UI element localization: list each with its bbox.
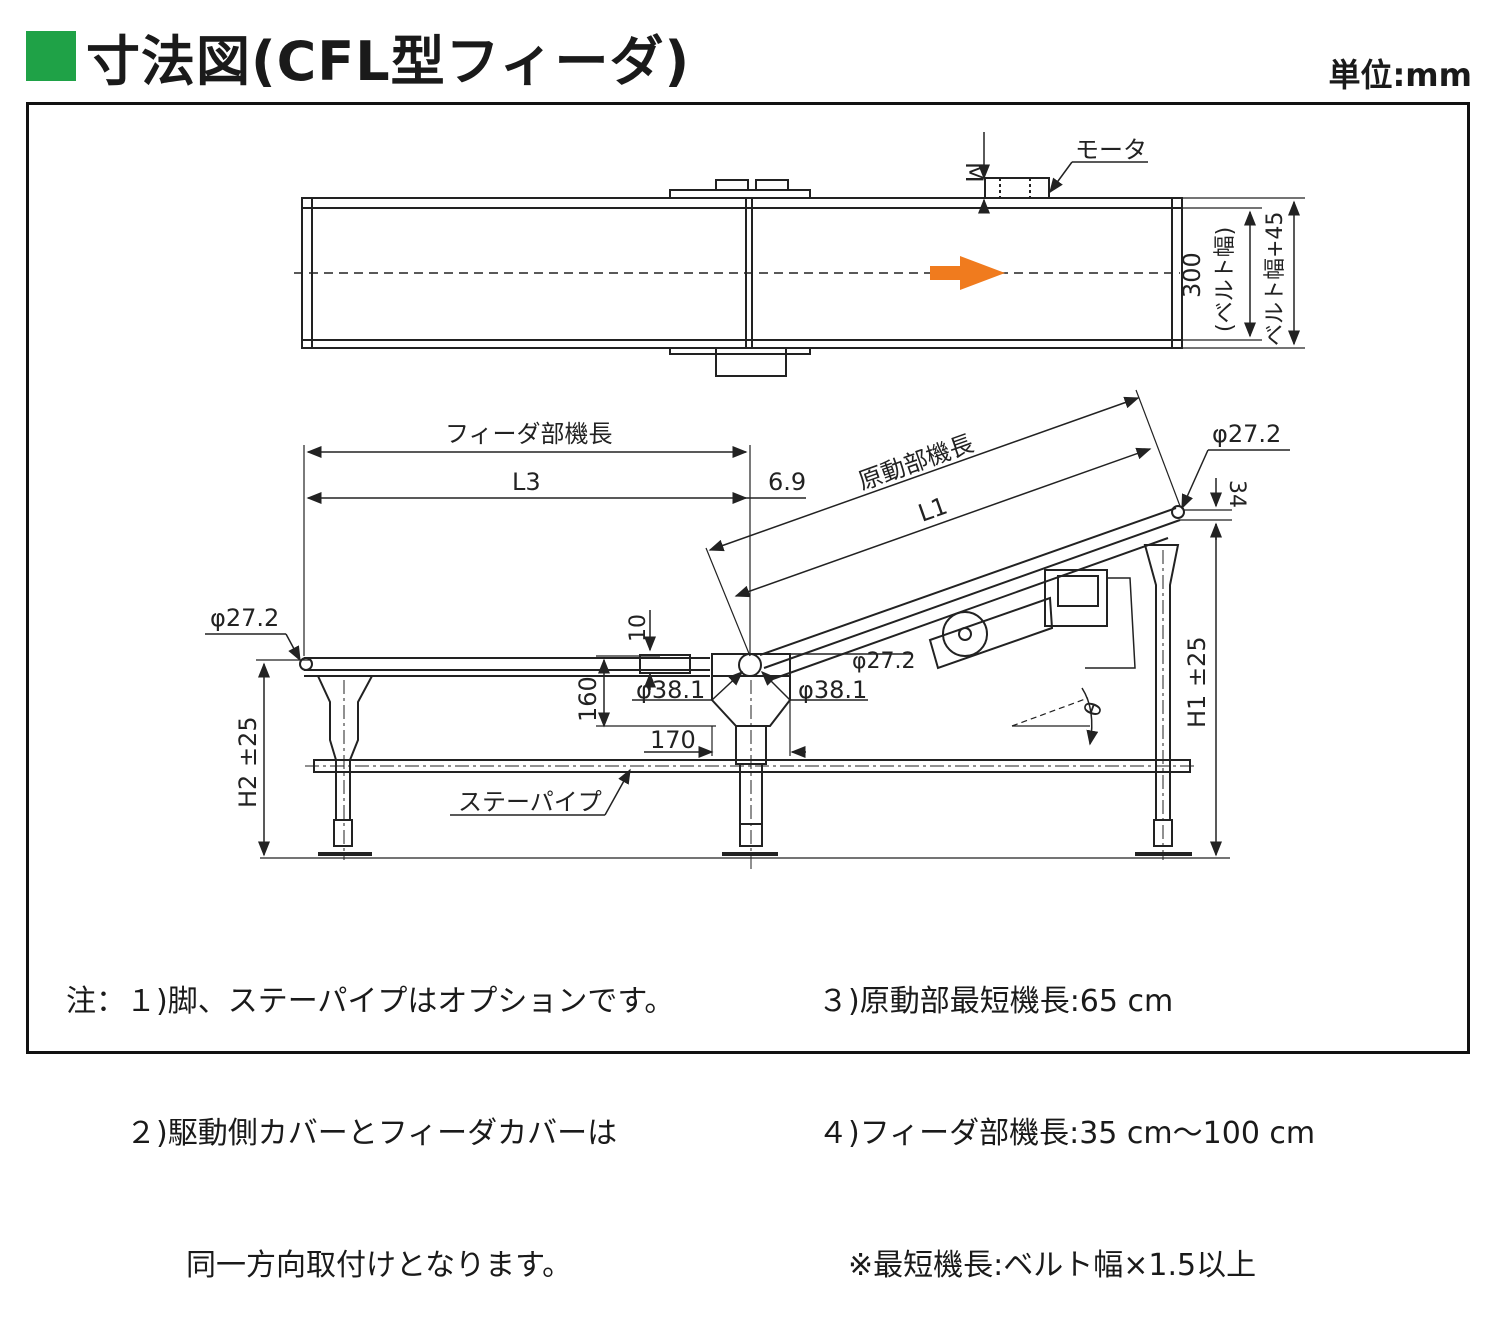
note-3: ３)原動部最短機長:65 cm (818, 984, 1174, 1019)
note-1: 注：１)脚、ステーパイプはオプションです。 (66, 984, 675, 1019)
phi272-right-label: φ27.2 (1212, 420, 1281, 448)
phi272-left-label: φ27.2 (210, 604, 279, 632)
phi381-right-label: φ38.1 (798, 676, 867, 704)
motor-label: モータ (1075, 136, 1147, 164)
belt-width-note: (ベルト幅) (1213, 227, 1238, 332)
notes-left: 注：１)脚、ステーパイプはオプションです。 ２)駆動側カバーとフィーダカバーは … (66, 892, 674, 1332)
belt-width-value: 300 (1178, 252, 1206, 298)
theta-label: θ (1080, 699, 1108, 720)
title-bar: 寸法図(CFL型フィーダ) (26, 16, 690, 96)
h1-label: H1 ±25 (1183, 636, 1211, 728)
note-2: ２)駆動側カバーとフィーダカバーは (66, 1116, 618, 1151)
note-4: ４)フィーダ部機長:35 cm〜100 cm (818, 1116, 1316, 1151)
flow-direction-arrow-icon (930, 256, 1005, 290)
stay-pipe-label: ステーパイプ (458, 788, 602, 816)
drawing-frame (26, 102, 1470, 1054)
d160-label: 160 (574, 676, 602, 722)
l3-label: L3 (512, 468, 541, 496)
note-2-cont: 同一方向取付けとなります。 (66, 1248, 573, 1283)
title-square-icon (26, 31, 76, 81)
dimension-drawing: M モータ 300 (ベルト幅) ベルト幅+45 (205, 132, 1305, 870)
side-view (205, 389, 1290, 870)
note-4-sub: ※最短機長:ベルト幅×1.5以上 (818, 1248, 1257, 1283)
feeder-length-label: フィーダ部機長 (445, 420, 613, 448)
notes-right: ３)原動部最短機長:65 cm ４)フィーダ部機長:35 cm〜100 cm ※… (818, 892, 1315, 1332)
top-view (294, 132, 1305, 377)
unit-label: 単位:mm (1328, 56, 1473, 94)
d10-label: 10 (626, 614, 651, 642)
h2-label: H2 ±25 (234, 716, 262, 808)
m-label: M (960, 162, 988, 183)
motor-shape (984, 177, 1050, 199)
d170-label: 170 (650, 726, 696, 754)
d69-label: 6.9 (768, 468, 806, 496)
d34-label: 34 (1224, 480, 1249, 508)
phi272-mid-label: φ27.2 (852, 649, 916, 674)
belt-width-plus-label: ベルト幅+45 (1263, 212, 1288, 346)
page-title: 寸法図(CFL型フィーダ) (86, 29, 691, 93)
phi381-left-label: φ38.1 (636, 676, 705, 704)
